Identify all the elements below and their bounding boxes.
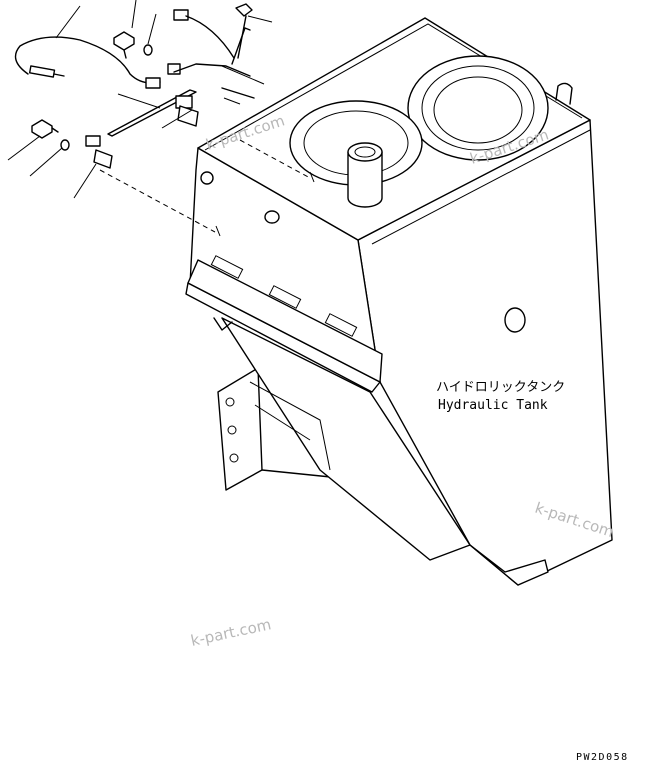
bolt-upper xyxy=(113,31,153,59)
tank-name-english: Hydraulic Tank xyxy=(438,398,548,413)
tank-name-japanese: ハイドロリックタンク xyxy=(436,380,565,395)
watermark: k-part.com xyxy=(189,615,273,650)
label-leader-lines xyxy=(7,0,273,199)
hydraulic-tank xyxy=(99,17,613,586)
sensor-and-harness xyxy=(14,36,161,84)
clip-set-upper xyxy=(107,3,255,137)
drawing-code: PW2D058 xyxy=(576,752,629,763)
bolt-lower xyxy=(31,119,113,169)
